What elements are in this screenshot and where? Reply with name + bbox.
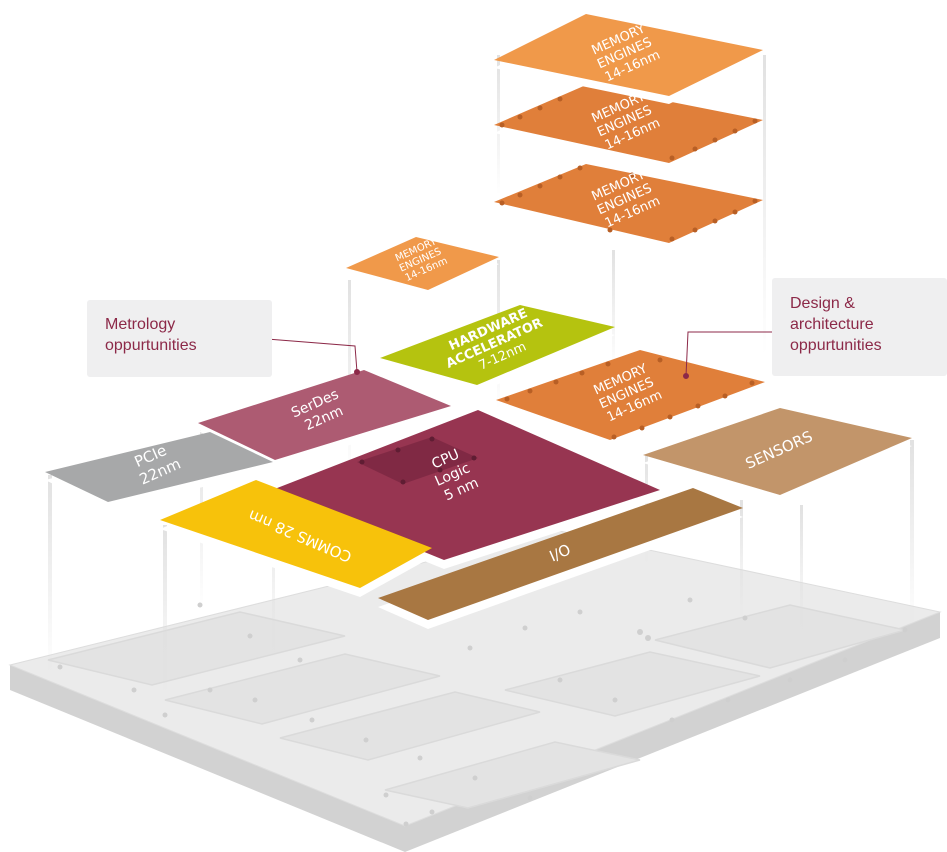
callout-line: Metrology bbox=[105, 316, 176, 333]
chip-comms[interactable]: COMMS 28 nm bbox=[160, 480, 432, 597]
callout-line: architecture bbox=[790, 316, 874, 333]
chip-pcie[interactable]: PCIe 22nm bbox=[45, 432, 273, 510]
chip-memory-stack-3[interactable]: MEMORY ENGINES 14-16nm bbox=[494, 164, 763, 251]
substrate-board bbox=[8, 529, 942, 852]
chip-sensors[interactable]: SENSORS bbox=[643, 408, 912, 503]
chip-memory-stack-1[interactable]: MEMORY ENGINES 14-16nm bbox=[494, 14, 763, 104]
design-leader bbox=[685, 331, 782, 377]
callout-design: Design & architecture oppurtunities bbox=[772, 278, 947, 376]
callout-line: oppurtunities bbox=[105, 337, 197, 354]
substrate-dots bbox=[57, 597, 908, 827]
memory-stack: MEMORY ENGINES 14-16nm MEMORY ENGINES 14… bbox=[494, 14, 763, 251]
metrology-leader bbox=[266, 338, 358, 373]
chip-hardware-accelerator[interactable]: HARDWARE ACCELERATOR 7-12nm bbox=[380, 300, 615, 393]
callout-line: oppurtunities bbox=[790, 337, 882, 354]
callout-line: Design & bbox=[790, 295, 855, 312]
callout-metrology: Metrology oppurtunities bbox=[87, 300, 272, 377]
chip-memory-small[interactable]: MEMORY ENGINES 14-16nm bbox=[346, 235, 499, 297]
chip-memory-stack-2[interactable]: MEMORY ENGINES 14-16nm bbox=[494, 85, 763, 171]
chip-serdes[interactable]: SerDes 22nm bbox=[198, 370, 451, 468]
chip-memory-engines[interactable]: MEMORY ENGINES 14-16nm bbox=[496, 350, 765, 448]
chip-io[interactable]: I/O bbox=[378, 488, 743, 629]
